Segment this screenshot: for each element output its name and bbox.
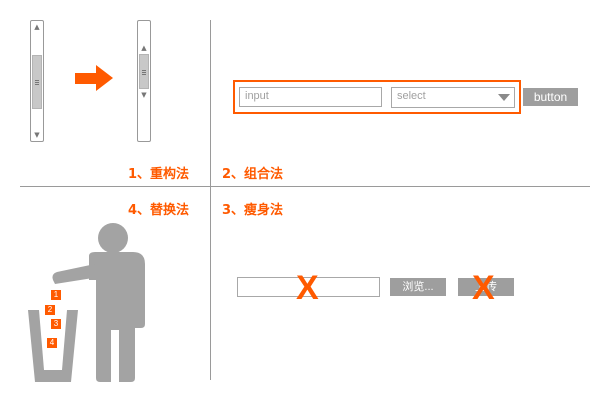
method-label-refactor: 1、重构法	[128, 167, 190, 182]
trash-number-2: 2	[45, 305, 55, 315]
file-path-input[interactable]	[237, 277, 380, 297]
select-dropdown[interactable]: select	[391, 87, 515, 108]
upload-button[interactable]: 上传	[458, 278, 514, 296]
scrollbar-after[interactable]: ▲ ▼	[137, 20, 151, 142]
method-label-slim: 3、瘦身法	[222, 203, 284, 218]
method-label-combine: 2、组合法	[222, 167, 284, 182]
chevron-down-icon	[498, 94, 510, 101]
select-value: select	[397, 90, 426, 102]
scroll-up-icon[interactable]: ▲	[34, 23, 40, 31]
trash-number-1: 1	[51, 290, 61, 300]
arrow-right-icon	[75, 73, 97, 84]
trash-number-4: 4	[47, 338, 57, 348]
person-arm	[52, 264, 95, 284]
text-input[interactable]: input	[239, 87, 382, 107]
scrollbar-before[interactable]: ▲ ▼	[30, 20, 44, 142]
arrow-head-icon	[96, 65, 113, 91]
scroll-down-icon[interactable]: ▼	[34, 131, 40, 139]
horizontal-divider	[20, 186, 590, 187]
trash-number-3: 3	[51, 319, 61, 329]
x-mark-upload: X	[472, 269, 495, 307]
combo-button[interactable]: button	[523, 88, 578, 106]
trash-bin-icon	[28, 310, 78, 382]
vertical-divider	[210, 20, 211, 380]
person-icon	[52, 223, 145, 382]
x-mark-input: X	[296, 269, 319, 307]
browse-button[interactable]: 浏览...	[390, 278, 446, 296]
person-torso	[89, 252, 145, 382]
scrollbar-thumb[interactable]	[139, 54, 149, 89]
scrollbar-thumb[interactable]	[32, 55, 42, 109]
method-label-replace: 4、替换法	[128, 203, 190, 218]
person-head	[98, 223, 128, 253]
scroll-up-icon[interactable]: ▲	[141, 44, 147, 52]
scroll-down-icon[interactable]: ▼	[141, 91, 147, 99]
